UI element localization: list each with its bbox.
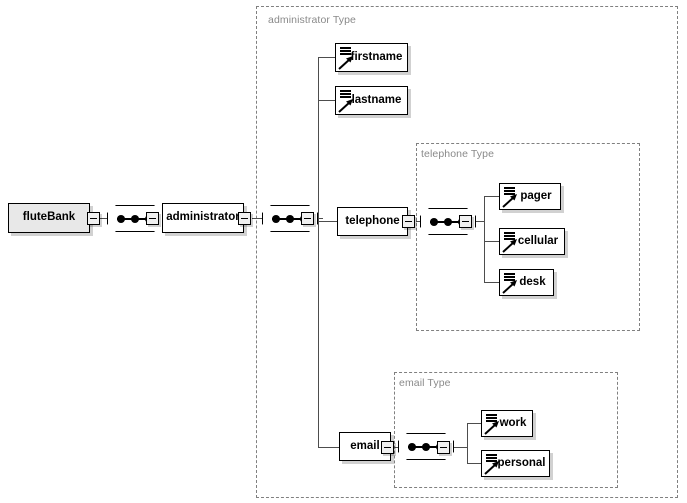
- sequence-dot-1-administrator: [272, 214, 280, 223]
- sequence-dot-1-root: [117, 214, 125, 223]
- element-lines-icon-cellular: [504, 232, 515, 240]
- group-label-administrator-type: administrator Type: [268, 14, 356, 26]
- element-lines-icon-personal: [486, 454, 497, 462]
- node-firstname-label: firstname: [350, 50, 403, 63]
- collapse-minus-icon-administrator[interactable]: [238, 212, 251, 225]
- branch-to-firstname: [318, 57, 337, 58]
- node-cellular[interactable]: cellular: [499, 228, 565, 255]
- branch-to-pager: [484, 196, 501, 197]
- connector-seq-email-right: [447, 447, 467, 448]
- group-label-email-type: email Type: [399, 377, 451, 389]
- branch-to-work: [467, 423, 483, 424]
- branch-bus-administrator: [318, 57, 319, 447]
- node-telephone[interactable]: telephone: [337, 207, 408, 236]
- element-lines-icon-lastname: [340, 90, 351, 98]
- node-flutebank[interactable]: fluteBank: [8, 203, 90, 233]
- node-lastname-label: lastname: [351, 93, 402, 106]
- branch-to-personal: [467, 463, 483, 464]
- element-arrow-icon-pager: [502, 194, 517, 208]
- node-work[interactable]: work: [481, 410, 533, 437]
- node-lastname[interactable]: lastname: [335, 86, 408, 115]
- element-arrow-icon-cellular: [502, 239, 517, 253]
- sequence-dot-2-telephone: [444, 217, 452, 226]
- group-administrator-type: [256, 6, 678, 498]
- node-desk-label: desk: [519, 275, 546, 288]
- collapse-minus-icon-telephone[interactable]: [402, 215, 415, 228]
- element-lines-icon-firstname: [340, 47, 351, 55]
- node-personal[interactable]: personal: [481, 450, 550, 477]
- node-desk[interactable]: desk: [499, 269, 554, 296]
- branch-to-lastname: [318, 100, 337, 101]
- element-arrow-icon-work: [484, 421, 499, 435]
- collapse-minus-icon-seq-email[interactable]: [437, 441, 450, 454]
- node-firstname[interactable]: firstname: [335, 43, 408, 72]
- branch-bus-telephone: [484, 196, 485, 282]
- collapse-minus-icon-seq-administrator[interactable]: [301, 212, 314, 225]
- sequence-dot-1-telephone: [430, 217, 438, 226]
- node-personal-label: personal: [497, 456, 546, 469]
- collapse-minus-icon-seq-telephone[interactable]: [459, 215, 472, 228]
- branch-bus-email: [467, 423, 468, 463]
- group-label-telephone-type: telephone Type: [421, 148, 495, 160]
- connector-administrator-to-seq: [252, 218, 264, 219]
- sequence-dot-2-root: [131, 214, 139, 223]
- sequence-dot-2-administrator: [286, 214, 294, 223]
- collapse-minus-icon-seq-root[interactable]: [146, 212, 159, 225]
- node-administrator[interactable]: administrator: [162, 203, 244, 233]
- sequence-dot-2-email: [422, 442, 430, 451]
- element-lines-icon-pager: [504, 187, 515, 195]
- element-arrow-icon-personal: [484, 461, 499, 475]
- node-pager[interactable]: pager: [499, 183, 561, 210]
- group-telephone-type: [416, 143, 640, 331]
- node-work-label: work: [499, 416, 527, 429]
- branch-to-email: [318, 447, 341, 448]
- element-lines-icon-work: [486, 414, 497, 422]
- branch-to-desk: [484, 282, 501, 283]
- element-lines-icon-desk: [504, 273, 515, 281]
- connector-seq-telephone-right: [469, 221, 484, 222]
- node-email-label: email: [350, 439, 380, 452]
- collapse-minus-icon-flutebank[interactable]: [87, 212, 100, 225]
- collapse-minus-icon-email[interactable]: [381, 441, 394, 454]
- element-arrow-icon-desk: [502, 280, 517, 294]
- branch-to-telephone: [318, 221, 339, 222]
- node-pager-label: pager: [520, 189, 552, 202]
- group-email-type: [394, 372, 618, 488]
- node-telephone-label: telephone: [345, 214, 400, 227]
- node-cellular-label: cellular: [517, 234, 559, 247]
- sequence-dot-1-email: [408, 442, 416, 451]
- connector-root-to-seq: [100, 218, 109, 219]
- node-administrator-label: administrator: [166, 211, 240, 224]
- node-flutebank-label: fluteBank: [22, 211, 76, 224]
- branch-to-cellular: [484, 241, 501, 242]
- element-arrow-icon-firstname: [338, 56, 353, 70]
- element-arrow-icon-lastname: [338, 99, 353, 113]
